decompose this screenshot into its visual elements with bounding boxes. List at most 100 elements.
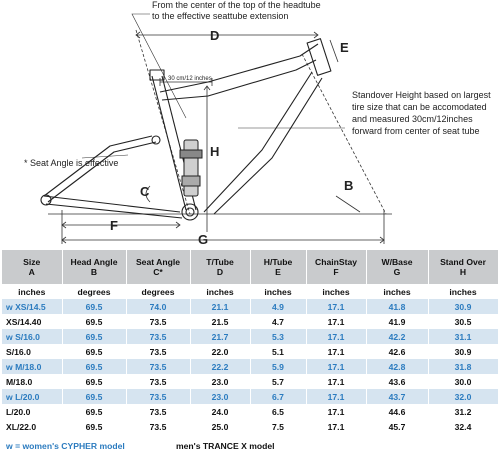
size-cell: w XS/14.5 [2, 299, 63, 314]
unit-cell: inches [366, 284, 429, 299]
value-cell: 21.7 [190, 329, 251, 344]
value-cell: 24.0 [190, 404, 251, 419]
unit-cell: degrees [62, 284, 127, 299]
column-header-title: T/Tube [206, 257, 234, 267]
value-cell: 17.1 [306, 374, 367, 389]
dimension-lines [48, 29, 392, 244]
column-header-code: B [90, 267, 98, 277]
value-cell: 32.4 [428, 419, 499, 434]
unit-cell: degrees [126, 284, 191, 299]
column-header-title: W/Base [381, 257, 413, 267]
value-cell: 30.9 [428, 344, 499, 359]
column-header-code: F [333, 267, 339, 277]
unit-cell: inches [428, 284, 499, 299]
value-cell: 32.0 [428, 389, 499, 404]
value-cell: 74.0 [126, 299, 191, 314]
value-cell: 23.0 [190, 374, 251, 389]
value-cell: 6.5 [250, 404, 307, 419]
value-cell: 31.8 [428, 359, 499, 374]
value-cell: 17.1 [306, 404, 367, 419]
size-cell: w L/20.0 [2, 389, 63, 404]
column-header-title: Size [23, 257, 41, 267]
mens-model-note: men's TRANCE X model [176, 441, 275, 451]
value-cell: 5.1 [250, 344, 307, 359]
value-cell: 69.5 [62, 419, 127, 434]
value-cell: 4.7 [250, 314, 307, 329]
seat-angle-note: * Seat Angle is effective [24, 158, 118, 168]
unit-cell: inches [190, 284, 251, 299]
column-header-title: ChainStay [314, 257, 358, 267]
unit-cell: inches [2, 284, 63, 299]
standover-note-line-1: Standover Height based on largest [352, 90, 491, 100]
value-cell: 42.8 [366, 359, 429, 374]
size-cell: M/18.0 [2, 374, 63, 389]
standover-note-line-3: and measured 30cm/12inches [352, 114, 473, 124]
leader-lines [81, 13, 345, 159]
top-tube-note-line-2: to the effective seattube extension [152, 11, 288, 21]
value-cell: 6.7 [250, 389, 307, 404]
value-cell: 73.5 [126, 404, 191, 419]
value-cell: 73.5 [126, 419, 191, 434]
frame-outline [40, 38, 332, 221]
value-cell: 22.0 [190, 344, 251, 359]
dim-label-f: F [110, 218, 118, 233]
value-cell: 21.5 [190, 314, 251, 329]
value-cell: 17.1 [306, 359, 367, 374]
column-header-code: E [275, 267, 281, 277]
value-cell: 17.1 [306, 389, 367, 404]
value-cell: 30.0 [428, 374, 499, 389]
value-cell: 30.5 [428, 314, 499, 329]
value-cell: 5.3 [250, 329, 307, 344]
value-cell: 43.6 [366, 374, 429, 389]
size-cell: L/20.0 [2, 404, 63, 419]
column-header-title: Head Angle [70, 257, 118, 267]
value-cell: 22.2 [190, 359, 251, 374]
value-cell: 4.9 [250, 299, 307, 314]
value-cell: 69.5 [62, 299, 127, 314]
value-cell: 41.8 [366, 299, 429, 314]
value-cell: 30.9 [428, 299, 499, 314]
rear-shock [179, 139, 203, 197]
size-cell: w M/18.0 [2, 359, 63, 374]
value-cell: 69.5 [62, 374, 127, 389]
value-cell: 73.5 [126, 389, 191, 404]
value-cell: 73.5 [126, 344, 191, 359]
column-header-code: A [28, 267, 35, 277]
column-header-code: H [459, 267, 467, 277]
value-cell: 44.6 [366, 404, 429, 419]
womens-model-note: w = women's CYPHER model [6, 441, 125, 451]
value-cell: 69.5 [62, 359, 127, 374]
value-cell: 69.5 [62, 404, 127, 419]
column-header-code: G [393, 267, 401, 277]
value-cell: 31.1 [428, 329, 499, 344]
value-cell: 25.0 [190, 419, 251, 434]
value-cell: 17.1 [306, 329, 367, 344]
value-cell: 69.5 [62, 314, 127, 329]
value-cell: 73.5 [126, 359, 191, 374]
dim-label-h: H [210, 144, 219, 159]
value-cell: 17.1 [306, 344, 367, 359]
top-tube-note-line-1: From the center of the top of the headtu… [152, 0, 321, 10]
value-cell: 41.9 [366, 314, 429, 329]
value-cell: 73.5 [126, 374, 191, 389]
unit-cell: inches [306, 284, 367, 299]
value-cell: 42.2 [366, 329, 429, 344]
frame-geometry-diagram: From the center of the top of the headtu… [24, 0, 491, 247]
value-cell: 45.7 [366, 419, 429, 434]
size-cell: S/16.0 [2, 344, 63, 359]
